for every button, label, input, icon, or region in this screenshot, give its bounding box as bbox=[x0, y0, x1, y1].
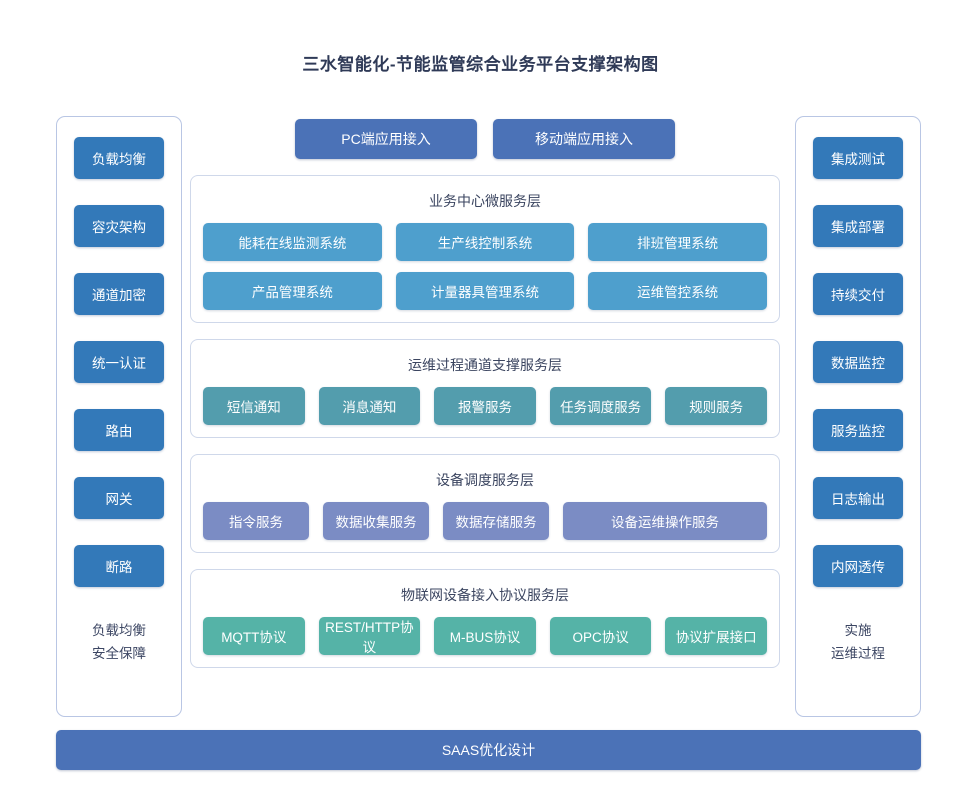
right-support-item-button[interactable]: 日志输出 bbox=[813, 477, 903, 519]
left-support-item-button[interactable]: 断路 bbox=[74, 545, 164, 587]
right-column-footer: 实施 运维过程 bbox=[831, 619, 885, 665]
right-support-item-button[interactable]: 内网透传 bbox=[813, 545, 903, 587]
service-cell[interactable]: 任务调度服务 bbox=[549, 387, 652, 425]
layer-title: 物联网设备接入协议服务层 bbox=[401, 587, 569, 603]
layer-panel-device: 设备调度服务层指令服务数据收集服务数据存储服务设备运维操作服务 bbox=[190, 454, 780, 553]
service-cell[interactable]: 计量器具管理系统 bbox=[395, 272, 575, 310]
service-cell[interactable]: 报警服务 bbox=[434, 387, 536, 425]
service-cell[interactable]: 能耗在线监测系统 bbox=[203, 223, 382, 261]
right-support-item-button[interactable]: 集成测试 bbox=[813, 137, 903, 179]
service-cell[interactable]: 设备运维操作服务 bbox=[563, 502, 767, 540]
left-support-item-button[interactable]: 通道加密 bbox=[74, 273, 164, 315]
right-support-item-button[interactable]: 集成部署 bbox=[813, 205, 903, 247]
service-cell[interactable]: MQTT协议 bbox=[203, 617, 305, 655]
service-cell[interactable]: 排班管理系统 bbox=[588, 223, 768, 261]
right-support-item-button[interactable]: 持续交付 bbox=[813, 273, 903, 315]
service-cell[interactable]: 消息通知 bbox=[318, 387, 421, 425]
layer-panel-business: 业务中心微服务层能耗在线监测系统生产线控制系统排班管理系统产品管理系统计量器具管… bbox=[190, 175, 780, 323]
layer-row: 能耗在线监测系统生产线控制系统排班管理系统 bbox=[203, 223, 768, 261]
layer-title: 设备调度服务层 bbox=[436, 472, 534, 488]
application-access-row: PC端应用接入移动端应用接入 bbox=[190, 119, 780, 159]
service-cell[interactable]: 协议扩展接口 bbox=[665, 617, 767, 655]
service-cell[interactable]: 生产线控制系统 bbox=[395, 223, 575, 261]
layer-title: 业务中心微服务层 bbox=[429, 193, 541, 209]
page-title: 三水智能化-节能监管综合业务平台支撑架构图 bbox=[302, 55, 659, 74]
right-footer-line-1: 实施 bbox=[844, 623, 872, 638]
layer-row: 产品管理系统计量器具管理系统运维管控系统 bbox=[203, 272, 768, 310]
platform-stack: PC端应用接入移动端应用接入 业务中心微服务层能耗在线监测系统生产线控制系统排班… bbox=[190, 116, 780, 717]
service-cell[interactable]: 产品管理系统 bbox=[203, 272, 382, 310]
application-access-box[interactable]: PC端应用接入 bbox=[295, 119, 477, 159]
service-cell[interactable]: 数据存储服务 bbox=[443, 502, 549, 540]
service-layers: 业务中心微服务层能耗在线监测系统生产线控制系统排班管理系统产品管理系统计量器具管… bbox=[190, 175, 780, 668]
right-support-column: 集成测试集成部署持续交付数据监控服务监控日志输出内网透传 实施 运维过程 bbox=[795, 116, 921, 717]
layer-panel-channel: 运维过程通道支撑服务层短信通知消息通知报警服务任务调度服务规则服务 bbox=[190, 339, 780, 438]
left-footer-line-1: 负载均衡 bbox=[92, 623, 146, 638]
saas-optimization-bar: SAAS优化设计 bbox=[56, 730, 921, 770]
service-cell[interactable]: 指令服务 bbox=[203, 502, 309, 540]
layer-row: MQTT协议 REST/HTTP协议 M-BUS协议 OPC协议协议扩展接口 bbox=[203, 617, 767, 655]
left-support-item-button[interactable]: 路由 bbox=[74, 409, 164, 451]
left-support-item-button[interactable]: 容灾架构 bbox=[74, 205, 164, 247]
left-support-item-button[interactable]: 网关 bbox=[74, 477, 164, 519]
left-support-column: 负载均衡容灾架构通道加密统一认证路由网关断路 负载均衡 安全保障 bbox=[56, 116, 182, 717]
service-cell[interactable]: 规则服务 bbox=[665, 387, 767, 425]
layer-row: 指令服务数据收集服务数据存储服务设备运维操作服务 bbox=[203, 502, 767, 540]
service-cell[interactable]: REST/HTTP协议 bbox=[318, 617, 421, 655]
service-cell[interactable]: M-BUS协议 bbox=[434, 617, 536, 655]
left-footer-line-2: 安全保障 bbox=[92, 646, 146, 661]
service-cell[interactable]: 数据收集服务 bbox=[323, 502, 429, 540]
left-support-item-button[interactable]: 统一认证 bbox=[74, 341, 164, 383]
layer-panel-iot: 物联网设备接入协议服务层 MQTT协议 REST/HTTP协议 M-BUS协议 OPC协… bbox=[190, 569, 780, 668]
application-access-box[interactable]: 移动端应用接入 bbox=[493, 119, 675, 159]
service-cell[interactable]: OPC协议 bbox=[549, 617, 652, 655]
layer-row: 短信通知消息通知报警服务任务调度服务规则服务 bbox=[203, 387, 767, 425]
right-footer-line-2: 运维过程 bbox=[831, 646, 885, 661]
left-column-footer: 负载均衡 安全保障 bbox=[92, 619, 146, 665]
left-support-item-button[interactable]: 负载均衡 bbox=[74, 137, 164, 179]
right-support-item-button[interactable]: 服务监控 bbox=[813, 409, 903, 451]
right-support-item-button[interactable]: 数据监控 bbox=[813, 341, 903, 383]
service-cell[interactable]: 短信通知 bbox=[203, 387, 305, 425]
service-cell[interactable]: 运维管控系统 bbox=[588, 272, 768, 310]
layer-title: 运维过程通道支撑服务层 bbox=[408, 357, 562, 373]
